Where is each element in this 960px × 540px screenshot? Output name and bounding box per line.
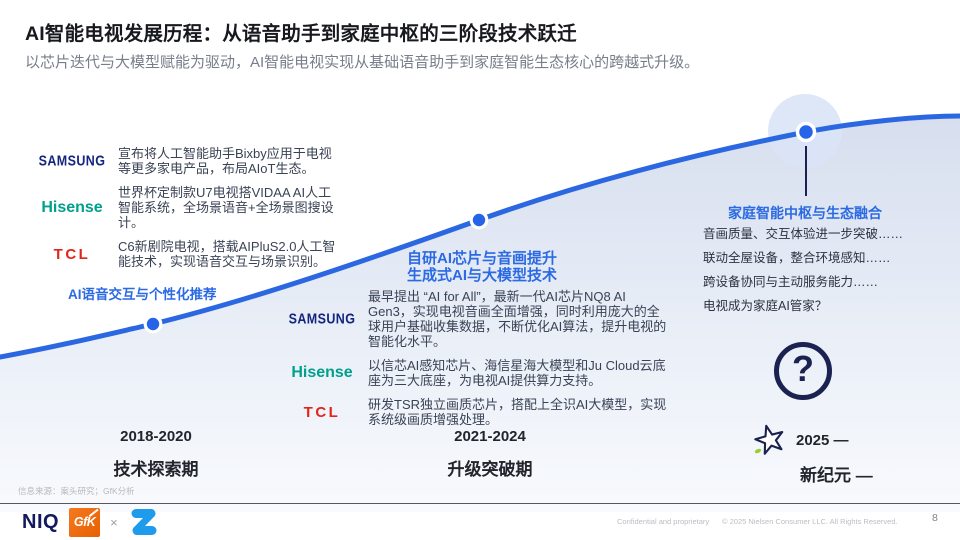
phase2-label-line2: 生成式AI与大模型技术	[406, 266, 557, 284]
phase1-label: AI语音交互与个性化推荐	[68, 287, 217, 302]
period-name: 升级突破期	[447, 460, 533, 479]
phase3-label: 家庭智能中枢与生态融合	[728, 205, 882, 221]
phase2-label: 自研AI芯片与音画提升 生成式AI与大模型技术	[370, 250, 594, 284]
list-item: SAMSUNG 宣布将人工智能助手Bixby应用于电视等更多家电产品，布局AIo…	[26, 146, 346, 176]
phase1-hisense-text: 世界杯定制款U7电视搭VIDAA AI人工智能系统，全场景语音+全场景图搜设计。	[118, 185, 334, 230]
list-item: Hisense 以信芯AI感知芯片、海信星海大模型和Ju Cloud云底座为三大…	[276, 358, 676, 388]
niq-logo: NIQ	[22, 510, 60, 533]
hisense-logo: Hisense	[41, 198, 103, 216]
page-number: 8	[932, 512, 938, 524]
milestone-dot-2	[469, 210, 489, 230]
list-item: TCL C6新剧院电视，搭载AIPluS2.0人工智能技术，实现语音交互与场景识…	[26, 239, 346, 269]
footer-logos: NIQ GfK ×	[22, 506, 158, 538]
list-item: SAMSUNG 最早提出 “AI for All”，最新一代AI芯片NQ8 AI…	[276, 289, 676, 349]
period-year: 2021-2024	[454, 428, 526, 445]
milestone-dot-3	[795, 121, 817, 143]
period-name: 新纪元 —	[800, 466, 873, 485]
period-year: 2025 —	[796, 432, 849, 449]
phase3-bullet: 音画质量、交互体验进一步突破……	[703, 227, 904, 241]
phase1-samsung-text: 宣布将人工智能助手Bixby应用于电视等更多家电产品，布局AIoT生态。	[118, 146, 332, 176]
phase2-hisense-text: 以信芯AI感知芯片、海信星海大模型和Ju Cloud云底座为三大底座，为电视AI…	[368, 358, 666, 388]
source-note: 信息来源：案头研究；GfK分析	[18, 486, 135, 496]
phase1-tcl-text: C6新剧院电视，搭载AIPluS2.0人工智能技术，实现语音交互与场景识别。	[118, 239, 336, 269]
gfk-logo: GfK	[69, 507, 101, 537]
period-2018-2020: 2018-2020 技术探索期	[114, 428, 199, 480]
tcl-logo: TCL	[303, 403, 341, 421]
phase3-bullet: 跨设备协同与主动服务能力……	[703, 275, 879, 289]
tcl-logo: TCL	[53, 245, 91, 263]
page-title: AI智能电视发展历程：从语音助手到家庭中枢的三阶段技术跃迁	[25, 23, 577, 45]
page-subtitle: 以芯片迭代与大模型赋能为驱动，AI智能电视实现从基础语音助手到家庭智能生态核心的…	[25, 54, 700, 71]
samsung-logo: SAMSUNG	[288, 310, 356, 328]
milestone-dot-1	[143, 314, 163, 334]
list-item: TCL 研发TSR独立画质芯片，搭配上全识AI大模型，实现系统级画质增强处理。	[276, 397, 676, 427]
footer-divider	[0, 503, 960, 504]
samsung-logo: SAMSUNG	[38, 152, 106, 170]
period-year: 2018-2020	[120, 428, 192, 445]
hisense-logo: Hisense	[291, 364, 353, 381]
curve-area-fill	[0, 116, 960, 512]
question-mark-icon: ?	[774, 342, 832, 400]
period-name: 技术探索期	[113, 460, 199, 479]
list-item: Hisense 世界杯定制款U7电视搭VIDAA AI人工智能系统，全场景语音+…	[26, 185, 346, 230]
phase3-bullet-list: 音画质量、交互体验进一步突破…… 联动全屋设备，整合环境感知…… 跨设备协同与主…	[703, 226, 938, 322]
partnership-x-icon: ×	[110, 514, 118, 530]
phase2-samsung-text: 最早提出 “AI for All”，最新一代AI芯片NQ8 AI Gen3，实现…	[368, 289, 667, 349]
confidential-note: Confidential and proprietary	[617, 517, 710, 526]
phase2-label-line1: 自研AI芯片与音画提升	[406, 250, 557, 267]
period-2021-2024: 2021-2024 升级突破期	[448, 428, 533, 480]
phase2-tcl-text: 研发TSR独立画质芯片，搭配上全识AI大模型，实现系统级画质增强处理。	[368, 397, 667, 427]
star-icon	[754, 424, 784, 455]
phase2-brand-list: SAMSUNG 最早提出 “AI for All”，最新一代AI芯片NQ8 AI…	[276, 289, 676, 436]
phase1-brand-list: SAMSUNG 宣布将人工智能助手Bixby应用于电视等更多家电产品，布局AIo…	[26, 146, 346, 278]
phase3-bullet: 联动全屋设备，整合环境感知……	[703, 251, 891, 265]
z-brand-logo	[131, 509, 157, 535]
copyright-note: © 2025 Nielsen Consumer LLC. All Rights …	[722, 517, 898, 526]
phase3-bullet: 电视成为家庭AI管家？	[703, 299, 828, 313]
